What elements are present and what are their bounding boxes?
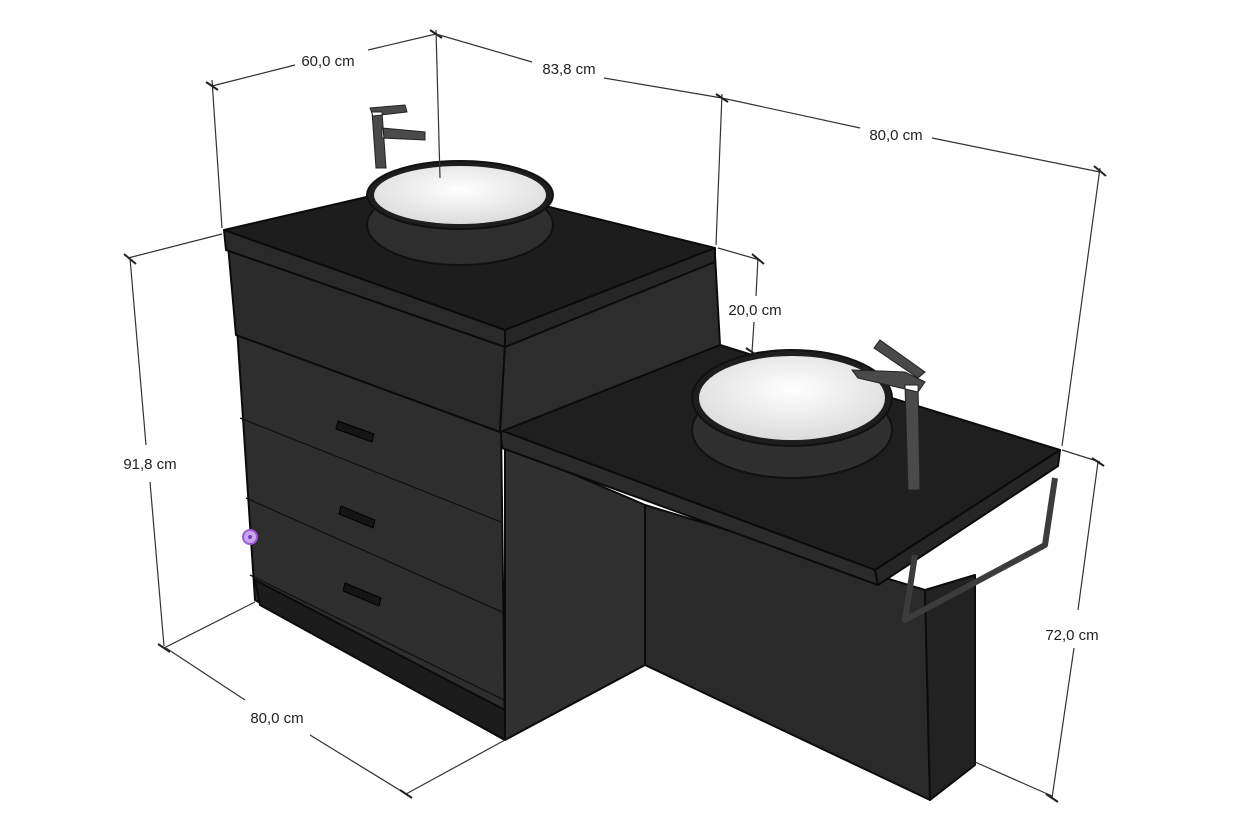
left-countertop-side [504, 247, 716, 348]
right-cabinet-left-side [504, 444, 646, 741]
towel-bar [902, 477, 1058, 623]
dimension-top-depth [205, 29, 443, 229]
drawer-line-mid [239, 417, 502, 523]
drawer-handle-top [335, 420, 375, 443]
right-countertop-side [874, 449, 1061, 586]
dim-label-top-width-right: 80,0 cm [869, 127, 922, 144]
dimension-step-height [717, 247, 765, 357]
dim-label-right-height: 72,0 cm [1045, 627, 1098, 644]
dim-label-step-height: 20,0 cm [728, 302, 781, 319]
drawer-line-base [249, 574, 505, 701]
left-basin-inner [374, 166, 546, 224]
right-faucet [850, 339, 926, 491]
dim-label-bottom-width: 80,0 cm [250, 710, 303, 727]
right-basin-inner [699, 356, 885, 440]
right-cabinet-panel [924, 574, 976, 801]
drawer-line-low [245, 497, 503, 613]
dim-label-top-depth: 60,0 cm [301, 53, 354, 70]
cursor-marker-dot [248, 535, 252, 539]
dim-label-left-height: 91,8 cm [123, 456, 176, 473]
drawer-handle-low [342, 582, 382, 607]
dimension-left-height [123, 233, 256, 653]
dimension-bottom-width [165, 647, 506, 799]
dimension-top-width-right [721, 97, 1107, 447]
left-faucet [369, 104, 426, 169]
dimension-right-height [974, 449, 1105, 803]
dim-label-top-width-left: 83,8 cm [542, 61, 595, 78]
drawer-handle-mid [338, 505, 376, 529]
